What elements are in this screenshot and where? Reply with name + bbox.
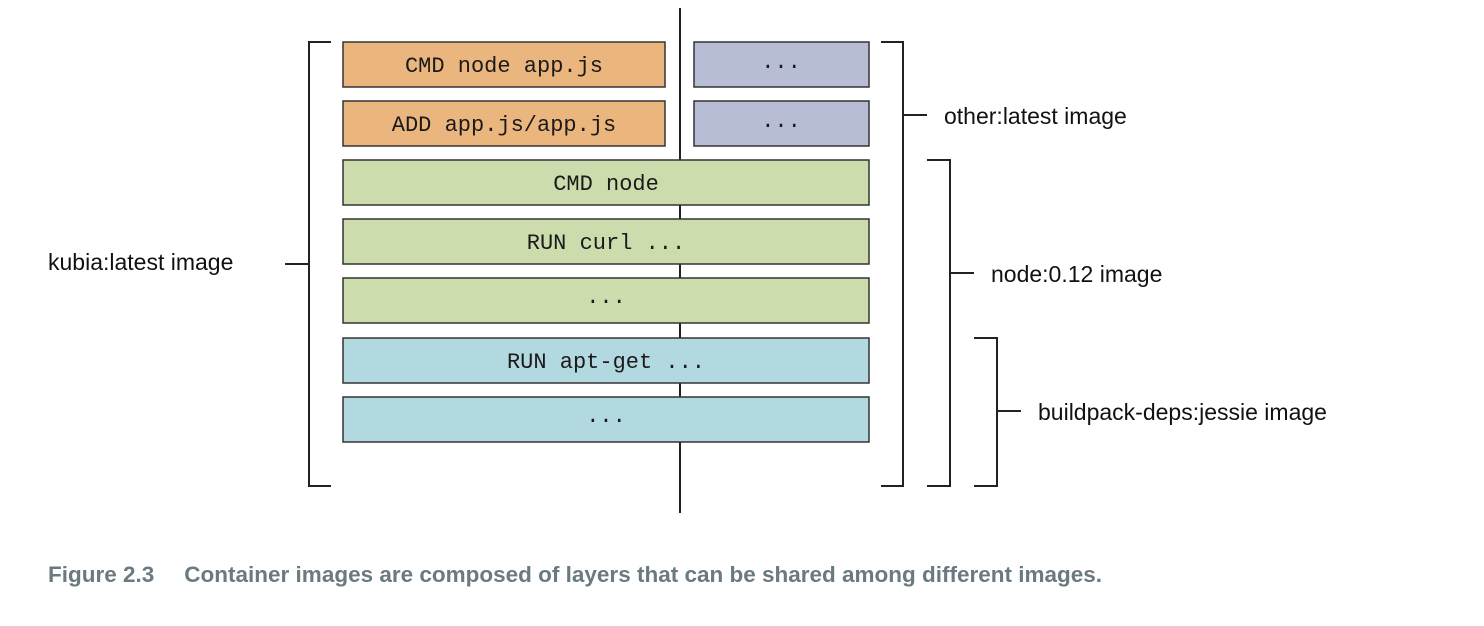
layer-box bbox=[342, 100, 666, 147]
label-buildpack-image: buildpack-deps:jessie image bbox=[1038, 399, 1327, 425]
layer-run-curl: RUN curl ... bbox=[342, 218, 870, 265]
layer-label: ... bbox=[761, 109, 801, 134]
figure-number: Figure 2.3 bbox=[48, 562, 155, 587]
layer-label: RUN apt-get ... bbox=[507, 350, 705, 375]
bracket-node bbox=[927, 159, 974, 487]
layer-other-top: ... bbox=[693, 41, 870, 88]
bracket-line bbox=[881, 41, 904, 487]
bracket-line bbox=[974, 337, 998, 487]
layer-cmd-node: CMD node bbox=[342, 159, 870, 206]
layer-box bbox=[342, 218, 870, 265]
layer-box bbox=[342, 396, 870, 443]
layer-box bbox=[342, 277, 870, 324]
bracket-line bbox=[308, 41, 331, 487]
layer-label: ADD app.js/app.js bbox=[392, 113, 616, 138]
caption-text: Container images are composed of layers … bbox=[184, 562, 1103, 587]
label-other-image: other:latest image bbox=[944, 103, 1127, 129]
layer-label: CMD node bbox=[553, 172, 659, 197]
layer-label: ... bbox=[586, 404, 626, 429]
layer-label: ... bbox=[586, 285, 626, 310]
bracket-buildpack bbox=[974, 337, 1021, 487]
layer-box bbox=[693, 41, 870, 88]
bracket-other bbox=[881, 41, 927, 487]
layer-box bbox=[342, 159, 870, 206]
layer-run-apt-get: RUN apt-get ... bbox=[342, 337, 870, 384]
layer-box bbox=[693, 100, 870, 147]
figure-caption: Figure 2.3 Container images are composed … bbox=[48, 562, 1102, 588]
label-node-image: node:0.12 image bbox=[991, 261, 1162, 287]
layer-label: CMD node app.js bbox=[405, 54, 603, 79]
layer-cmd-node-appjs: CMD node app.js bbox=[342, 41, 666, 88]
layer-label: RUN curl ... bbox=[527, 231, 685, 256]
layer-add-appjs: ADD app.js/app.js bbox=[342, 100, 666, 147]
layer-box bbox=[342, 337, 870, 384]
layer-box bbox=[342, 41, 666, 88]
bracket-line bbox=[927, 159, 951, 487]
layer-node-ellipsis: ... bbox=[342, 277, 870, 324]
bracket-kubia bbox=[285, 41, 331, 487]
layer-label: ... bbox=[761, 50, 801, 75]
layer-other-second: ... bbox=[693, 100, 870, 147]
layer-buildpack-ellipsis: ... bbox=[342, 396, 870, 443]
label-kubia-image: kubia:latest image bbox=[48, 249, 233, 275]
